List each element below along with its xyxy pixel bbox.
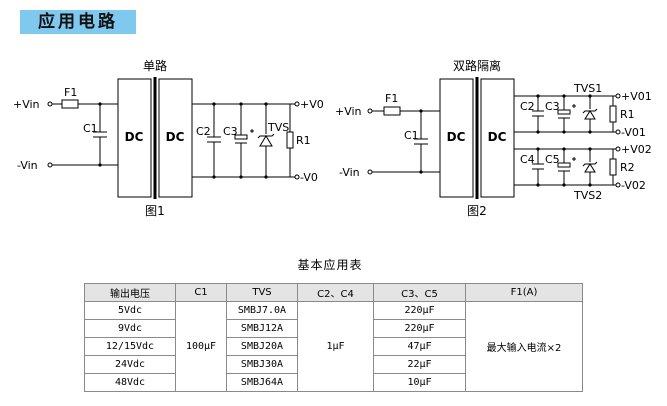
header-c1: C1 (175, 283, 227, 302)
cell-output-voltage: 12/15Vdc (84, 337, 176, 356)
table-row: 5Vdc 100μF SMBJ7.0A 1μF 220μF 最大输入电流×2 (84, 301, 583, 392)
table-title: 基本应用表 (297, 258, 363, 272)
cell-c3-c5: 220μF (373, 301, 466, 320)
diagram1-caption: 图1 (145, 204, 165, 218)
diagram1-c3-label: C3 (223, 125, 238, 138)
cell-c3-c5: 10μF (373, 373, 466, 392)
diagram2-c2-label: C2 (520, 100, 535, 113)
header-output-voltage: 输出电压 (84, 283, 176, 302)
table-row: 24Vdc SMBJ30A 22μF (84, 355, 583, 374)
diagram1-dc-block-right (158, 78, 193, 198)
application-table: 输出电压 C1 TVS C2、C4 C3、C5 F1(A) 5Vdc 100μF… (84, 283, 583, 392)
diagram2-vout2-neg-label: -V02 (621, 179, 646, 192)
cell-output-voltage: 48Vdc (84, 373, 176, 392)
diagram2-c4-label: C4 (520, 153, 535, 166)
cell-output-voltage: 24Vdc (84, 355, 176, 374)
cell-c3-c5: 22μF (373, 355, 466, 374)
cell-f1-value: 最大输入电流×2 (465, 301, 583, 392)
diagram1-dc-block-left (117, 78, 152, 198)
diagram2-dc-block-left (439, 78, 474, 198)
diagram1-fuse-label: F1 (64, 86, 77, 99)
diagram2-r1-label: R1 (620, 108, 635, 121)
cell-tvs: SMBJ64A (226, 373, 298, 392)
diagram2-c1-label: C1 (404, 129, 419, 142)
diagram2-caption: 图2 (467, 204, 487, 218)
diagram2-c5-label: C5 (545, 153, 560, 166)
diagram2-vin-neg-label: -Vin (339, 166, 360, 179)
diagram1-tvs-label: TVS (267, 121, 289, 134)
diagram2-dc-right-label: DC (488, 130, 507, 144)
cell-tvs: SMBJ20A (226, 337, 298, 356)
cell-tvs: SMBJ30A (226, 355, 298, 374)
diagram2-c3-label: C3 (545, 100, 560, 113)
diagram1-output-wiring (192, 101, 300, 180)
diagram2-title: 双路隔离 (453, 58, 501, 73)
diagram2-vout1-pos-label: +V01 (621, 90, 652, 103)
diagram1-dc-right-label: DC (166, 130, 185, 144)
diagram2-dc-left-label: DC (447, 130, 466, 144)
diagram1-r1-label: R1 (296, 134, 311, 147)
diagram1-vout-pos-label: +V0 (300, 98, 324, 111)
cell-tvs: SMBJ12A (226, 319, 298, 338)
diagram1-wiring (47, 99, 118, 168)
diagram2-vin-pos-label: +Vin (335, 105, 362, 118)
cell-c1-value: 100μF (175, 301, 227, 392)
diagram1-c2-label: C2 (196, 125, 211, 138)
diagram1-dc-left-label: DC (125, 130, 144, 144)
header-tvs: TVS (226, 283, 298, 302)
diagram2-r2-label: R2 (620, 161, 635, 174)
header-c3-c5: C3、C5 (373, 283, 466, 302)
diagram2-output1-wiring (514, 93, 621, 135)
cell-c3-c5: 220μF (373, 319, 466, 338)
diagram1-vout-neg-label: -V0 (300, 171, 318, 184)
diagram2-fuse-label: F1 (385, 92, 398, 105)
diagram1-title: 单路 (143, 58, 167, 73)
diagram2-tvs2-label: TVS2 (573, 189, 602, 202)
table-header-row: 输出电压 C1 TVS C2、C4 C3、C5 F1(A) (84, 283, 583, 302)
cell-output-voltage: 5Vdc (84, 301, 176, 320)
cell-c3-c5: 47μF (373, 337, 466, 356)
cell-output-voltage: 9Vdc (84, 319, 176, 338)
header-f1: F1(A) (465, 283, 583, 302)
circuit-diagrams: 单路 +Vin -Vin F1 C1 DC DC C2 C3 TVS R1 +V… (13, 58, 652, 218)
diagram2-tvs1-label: TVS1 (573, 82, 602, 95)
diagram1-vin-neg-label: -Vin (17, 159, 38, 172)
diagram2-vout2-pos-label: +V02 (621, 143, 652, 156)
diagram1-junctions (98, 102, 268, 179)
diagram2-dc-block-right (480, 78, 515, 198)
diagram1-vin-pos-label: +Vin (13, 98, 40, 111)
cell-c2-c4-value: 1μF (297, 301, 374, 392)
table-row: 48Vdc SMBJ64A 10μF (84, 373, 583, 392)
section-heading: 应用电路 (20, 10, 136, 34)
diagram1-c1-label: C1 (83, 122, 98, 135)
diagram2-vout1-neg-label: -V01 (621, 126, 646, 139)
header-c2-c4: C2、C4 (297, 283, 374, 302)
diagram2-junctions (419, 94, 592, 187)
cell-tvs: SMBJ7.0A (226, 301, 298, 320)
